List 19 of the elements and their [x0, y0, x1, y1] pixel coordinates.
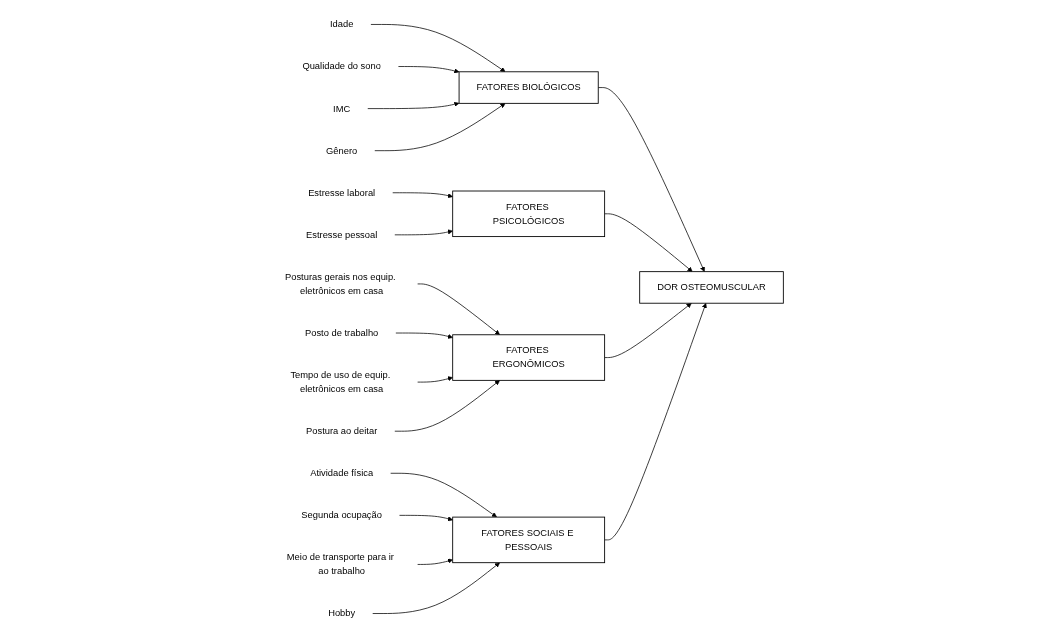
node-text: IMC: [333, 102, 351, 113]
node-text: Estresse pessoal: [306, 229, 378, 240]
node-text: Segunda ocupação: [301, 509, 382, 520]
node-box: DOR OSTEOMUSCULAR: [639, 270, 784, 304]
node-text: Gênero: [326, 144, 358, 155]
node-text: Tempo de uso de equip. eletrônicos em casa: [290, 369, 391, 394]
node-text: Postura ao deitar: [306, 425, 378, 436]
node-box: FATORES BIOLÓGICOS: [458, 70, 599, 104]
node-box: FATORES ERGONÔMICOS: [452, 333, 606, 381]
node-text: Estresse laboral: [308, 187, 376, 197]
node-text: Meio de transporte para ir ao trabalho: [286, 551, 394, 576]
node-text: Hobby: [328, 607, 356, 618]
node-box: FATORES PSICOLÓGICOS: [452, 190, 606, 237]
node-text: Atividade física: [310, 467, 374, 478]
node-text: Posturas gerais nos equip. eletrônicos em casa: [284, 271, 396, 296]
node-box: FATORES SOCIAIS E PESSOAIS: [452, 516, 606, 563]
node-text: Qualidade do sono: [302, 60, 381, 71]
node-text: Idade: [329, 18, 354, 29]
node-text: Posto de trabalho: [304, 327, 379, 338]
